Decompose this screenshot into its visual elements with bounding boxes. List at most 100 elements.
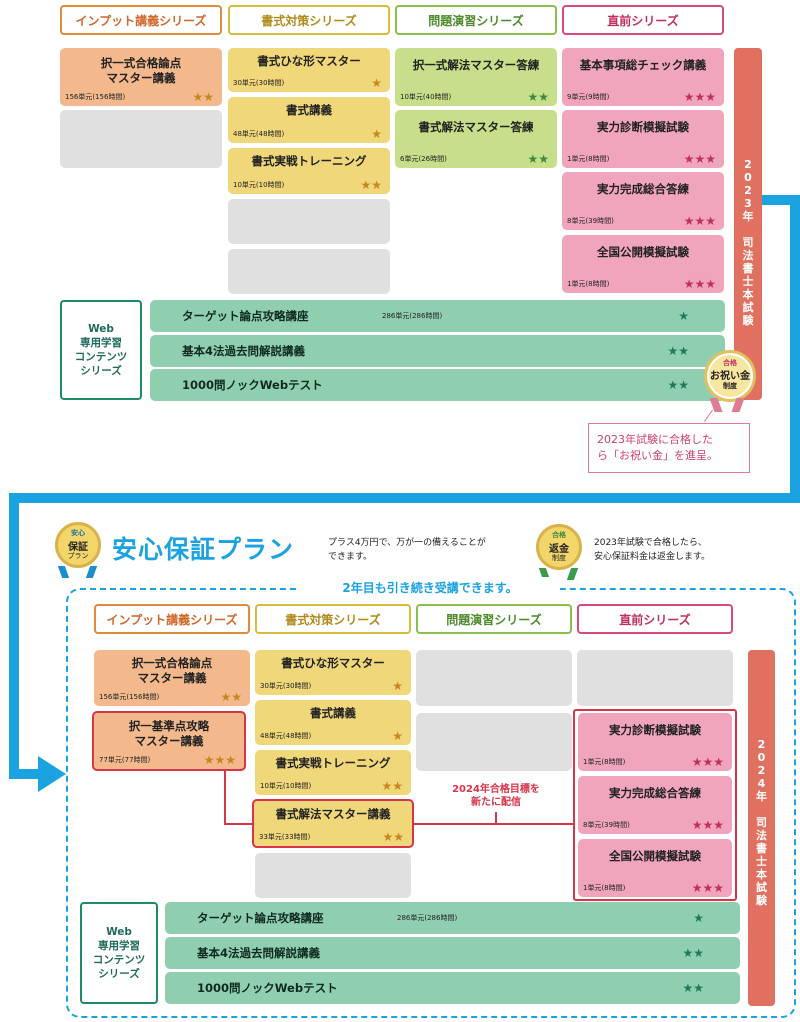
empty-slot (255, 853, 411, 898)
henkin-badge: 合格 返金 制度 (536, 524, 582, 570)
star-rating: ★ (693, 911, 704, 925)
star-rating: ★★ (360, 178, 382, 192)
course-card-new: 択一基準点攻略 マスター講義 77単元(77時間) ★★★ (92, 711, 246, 771)
web-series-text: Web 専用学習 コンテンツ シリーズ (74, 323, 128, 377)
star-rating: ★★★ (691, 881, 724, 895)
course-units: 30単元(30時間) (233, 79, 285, 87)
star-rating: ★★★ (683, 214, 716, 228)
badge-main-text: 返金 (549, 544, 569, 555)
badge-small-text: 安心 (71, 529, 85, 537)
course-units: 33単元(33時間) (259, 833, 311, 841)
course-card: 書式実戦トレーニング 10単元(10時間) ★★ (255, 750, 411, 795)
exam-label-char (760, 803, 764, 816)
course-units: 48単元(48時間) (260, 732, 312, 740)
course-units: 1単元(8時間) (567, 280, 610, 288)
exam-label-char: 2 (744, 158, 752, 171)
course-card: 書式講義 48単元(48時間) ★ (228, 97, 390, 143)
exam-label-char: 士 (756, 855, 767, 868)
web-course-bar: ターゲット論点攻略講座 286単元(286時間) ★ (150, 300, 725, 332)
course-card: 実力診断模擬試験 1単元(8時間) ★★★ (562, 110, 724, 168)
course-title: 実力完成総合答練 (609, 786, 701, 800)
star-rating: ★★★ (683, 277, 716, 291)
highlight-frame (573, 709, 737, 901)
course-card: 書式講義 48単元(48時間) ★ (255, 700, 411, 745)
header-label: 問題演習シリーズ (428, 13, 524, 28)
star-rating: ★★★ (691, 755, 724, 769)
course-units: 77単元(77時間) (99, 756, 151, 764)
connector-line (414, 823, 575, 825)
empty-slot (416, 650, 572, 706)
exam-label-char: 0 (757, 751, 766, 764)
exam-label-char: 3 (744, 197, 752, 210)
connector-line (495, 812, 497, 824)
course-card: 書式解法マスター答練 6単元(26時間) ★★ (395, 110, 557, 168)
star-rating: ★★ (667, 378, 689, 392)
callout-text: 2023年試験に合格した ら「お祝い金」を進呈。 (597, 433, 718, 462)
badge-sub-text: 制度 (552, 554, 566, 562)
course-title: 択一式解法マスター答練 (412, 58, 540, 72)
course-card: 実力診断模擬試験 1単元(8時間) ★★★ (578, 713, 732, 771)
exam-label-char: 試 (742, 301, 754, 314)
course-title: 択一式合格論点 マスター講義 (131, 656, 213, 685)
star-rating: ★ (392, 679, 403, 693)
header-chokuzen-series: 直前シリーズ (577, 604, 733, 634)
web-series-text: Web 専用学習 コンテンツ シリーズ (92, 926, 146, 980)
header-label: 書式対策シリーズ (285, 612, 381, 627)
exam-label-char: 本 (742, 288, 754, 301)
course-title: 書式解法マスター答練 (418, 120, 534, 134)
course-title: 書式解法マスター講義 (275, 807, 391, 821)
star-rating: ★ (371, 76, 382, 90)
course-card: 択一式合格論点 マスター講義 156単元(156時間) ★★ (60, 48, 222, 106)
exam-label-char: 書 (742, 262, 754, 275)
empty-slot (228, 249, 390, 294)
header-input-series: インプット講義シリーズ (60, 5, 222, 35)
plan-subtitle: 2年目も引き続き受講できます。 (300, 577, 560, 599)
course-title: 全国公開模擬試験 (609, 849, 701, 863)
badge-main-text: お祝い金 (710, 371, 750, 382)
header-label: 問題演習シリーズ (446, 612, 542, 627)
empty-slot (416, 713, 572, 771)
course-units: 10単元(10時間) (233, 181, 285, 189)
exam-label-char: 本 (756, 868, 767, 881)
star-rating: ★★ (527, 90, 549, 104)
course-units: 8単元(39時間) (583, 821, 630, 829)
web-course-bar: 基本4法過去問解説講義 ★★ (150, 335, 725, 367)
course-card: 基本事項総チェック講義 9単元(9時間) ★★★ (562, 48, 724, 106)
star-rating: ★ (392, 729, 403, 743)
header-mondai-series: 問題演習シリーズ (416, 604, 572, 634)
course-title: 書式ひな形マスター (281, 656, 385, 670)
course-card: 実力完成総合答練 8単元(39時間) ★★★ (578, 776, 732, 834)
exam-label-char: 2 (757, 764, 766, 777)
exam-label-char: 書 (756, 842, 767, 855)
course-units: 156単元(156時間) (65, 93, 126, 101)
course-title: 択一式合格論点 マスター講義 (100, 56, 182, 85)
exam-label-char: 司 (742, 236, 754, 249)
course-units: 48単元(48時間) (233, 130, 285, 138)
star-rating: ★★ (382, 830, 404, 844)
course-title: 書式実戦トレーニング (275, 756, 391, 770)
star-rating: ★★ (682, 946, 704, 960)
course-units: 10単元(10時間) (260, 782, 312, 790)
header-label: 書式対策シリーズ (261, 13, 357, 28)
connector-line (224, 771, 226, 824)
course-card: 実力完成総合答練 8単元(39時間) ★★★ (562, 172, 724, 230)
course-card: 択一式合格論点 マスター講義 156単元(156時間) ★★ (94, 650, 250, 706)
course-title: 1000問ノックWebテスト (197, 981, 338, 995)
badge-small-text: 合格 (723, 359, 737, 367)
course-card: 全国公開模擬試験 1単元(8時間) ★★★ (578, 839, 732, 897)
course-title: 基本事項総チェック講義 (579, 58, 707, 72)
course-title: 基本4法過去問解説講義 (182, 344, 306, 358)
empty-slot (60, 110, 222, 168)
exam-label-char: 司 (756, 816, 767, 829)
star-rating: ★★ (220, 690, 242, 704)
header-input-series: インプット講義シリーズ (94, 604, 250, 634)
star-rating: ★★★ (691, 818, 724, 832)
exam-label-char: 士 (742, 275, 754, 288)
star-rating: ★★ (667, 344, 689, 358)
course-title: 実力診断模擬試験 (597, 120, 689, 134)
course-card-new: 書式解法マスター講義 33単元(33時間) ★★ (252, 799, 414, 848)
course-units: 1単元(8時間) (583, 884, 626, 892)
